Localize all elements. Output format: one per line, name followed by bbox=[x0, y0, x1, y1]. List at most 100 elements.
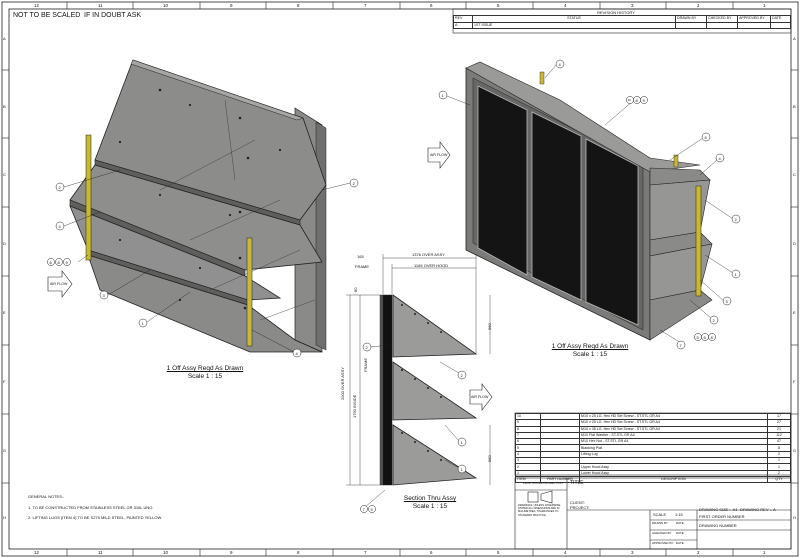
left-view-caption: 1 Off Assy Reqd As Drawn Scale 1 : 15 bbox=[140, 365, 270, 381]
border-letter-g: G bbox=[3, 448, 7, 453]
balloon: 4 bbox=[295, 351, 298, 356]
title-label: TITLE bbox=[570, 480, 584, 486]
balloon: 2 bbox=[734, 217, 737, 222]
air-flow-label-section: AIR FLOW bbox=[471, 395, 489, 399]
border-num-8: 8 bbox=[297, 3, 300, 8]
border-letter-right-e: E bbox=[793, 310, 796, 315]
balloon: 8 bbox=[57, 260, 60, 265]
not-to-be-scaled: NOT TO BE SCALED bbox=[13, 12, 81, 19]
border-letter-f: F bbox=[3, 379, 6, 384]
tb-approved-by: APPROVED BY bbox=[652, 541, 674, 545]
table-row: A 1ST ISSUE bbox=[453, 21, 791, 29]
notes-heading: GENERAL NOTES:- bbox=[28, 494, 65, 499]
border-num-bottom-8: 8 bbox=[297, 550, 300, 555]
border-letter-right-b: B bbox=[793, 104, 796, 109]
dim-165: 165 bbox=[357, 254, 364, 259]
balloon: 9 bbox=[65, 260, 68, 265]
drawing-number: DRAWING NUMBER bbox=[699, 523, 737, 528]
border-num-9: 9 bbox=[230, 3, 233, 8]
border-letter-right-h: H bbox=[793, 515, 796, 520]
note-2: 2. LIFTING LUGS (ITEM 4) TO BE S275 MILD… bbox=[28, 515, 163, 520]
border-num-bottom-7: 7 bbox=[364, 550, 367, 555]
balloon: 1 bbox=[460, 467, 463, 472]
revision-title: REVISION HISTORY bbox=[597, 10, 635, 15]
left-iso-view bbox=[47, 59, 351, 354]
balloon: 8 bbox=[635, 98, 638, 103]
border-letter-b: B bbox=[3, 104, 6, 109]
balloon: 3 bbox=[102, 293, 105, 298]
bom-cell: 1 bbox=[767, 463, 791, 471]
note-1: 1. TO BE CONSTRUCTED FROM STAINLESS STEE… bbox=[28, 505, 154, 510]
border-num-bottom-9: 9 bbox=[230, 550, 233, 555]
drawing-size: DRAWING SIZE :- A1 bbox=[699, 507, 738, 512]
border-num-bottom-2: 2 bbox=[697, 550, 700, 555]
disclaimer-text: DRAWINGS: UNLESS OTHERWISE STATED ALL DI… bbox=[518, 504, 561, 517]
border-num-6: 6 bbox=[430, 3, 433, 8]
tb-checked-by: CHECKED BY bbox=[652, 531, 672, 535]
bom-cell: 21 bbox=[767, 425, 791, 433]
dim-frame: FRAME bbox=[355, 264, 369, 269]
balloon: 3 bbox=[725, 299, 728, 304]
border-letter-right-a: A bbox=[793, 36, 796, 41]
balloon: 2 bbox=[352, 181, 355, 186]
section-view-title: Section Thru Assy bbox=[403, 495, 457, 502]
tb-date-1: DATE bbox=[676, 521, 684, 525]
section-view bbox=[346, 254, 493, 509]
border-num-bottom-12: 12 bbox=[34, 550, 40, 555]
border-num-5: 5 bbox=[497, 3, 500, 8]
border-num-bottom-5: 5 bbox=[497, 550, 500, 555]
scale-value: 1:15 bbox=[675, 512, 683, 517]
balloon: 9 bbox=[370, 507, 373, 512]
right-iso-view bbox=[427, 61, 734, 344]
bom-cell: 27 bbox=[767, 419, 791, 427]
bom-cell: 112 bbox=[767, 431, 791, 440]
client-label: CLIENT: bbox=[570, 500, 585, 505]
balloon: 1 bbox=[734, 272, 737, 277]
rev-cell bbox=[770, 21, 791, 29]
left-view-scale: Scale 1 : 15 bbox=[187, 373, 223, 380]
balloon: 2 bbox=[365, 345, 368, 350]
border-letter-right-f: F bbox=[793, 379, 796, 384]
balloon: 7 bbox=[679, 343, 682, 348]
balloon: 8 bbox=[710, 335, 713, 340]
border-letter-c: C bbox=[3, 172, 6, 177]
bom-cell: 1 bbox=[767, 457, 791, 465]
general-notes: GENERAL NOTES:- 1. TO BE CONSTRUCTED FRO… bbox=[28, 494, 162, 521]
border-num-3: 3 bbox=[631, 3, 634, 8]
border-num-bottom-1: 1 bbox=[763, 550, 766, 555]
border-letter-a: A bbox=[3, 36, 6, 41]
bom-header-desc: DESCRIPTION bbox=[579, 475, 768, 484]
bom-header-qty: QTY bbox=[767, 475, 791, 484]
border-letter-right-c: C bbox=[793, 172, 796, 177]
balloon: 10 bbox=[627, 98, 631, 102]
project-label: PROJECT: bbox=[570, 505, 590, 510]
balloon: 6 bbox=[703, 335, 706, 340]
bom-cell: 8 bbox=[767, 444, 791, 452]
first-order-number: FIRST ORDER NUMBER bbox=[699, 514, 745, 519]
tb-drawn-by: DRAWN BY bbox=[652, 521, 669, 525]
balloon: 5 bbox=[696, 335, 699, 340]
border-num-11: 11 bbox=[98, 3, 103, 8]
balloon: 6 bbox=[704, 135, 707, 140]
border-num-bottom-11: 11 bbox=[98, 550, 103, 555]
border-num-7: 7 bbox=[364, 3, 367, 8]
dim-over-assy: 1376 OVER ASSY bbox=[412, 252, 445, 257]
border-num-bottom-6: 6 bbox=[430, 550, 433, 555]
section-view-scale: Scale 1 : 15 bbox=[412, 503, 448, 510]
air-flow-label-right: AIR FLOW bbox=[430, 153, 448, 157]
border-letter-right-g: G bbox=[793, 448, 797, 453]
balloon: 6 bbox=[49, 260, 52, 265]
drawing-rev: DRAWING REV :- A bbox=[740, 507, 776, 512]
bom-cell: 17 bbox=[767, 412, 791, 421]
